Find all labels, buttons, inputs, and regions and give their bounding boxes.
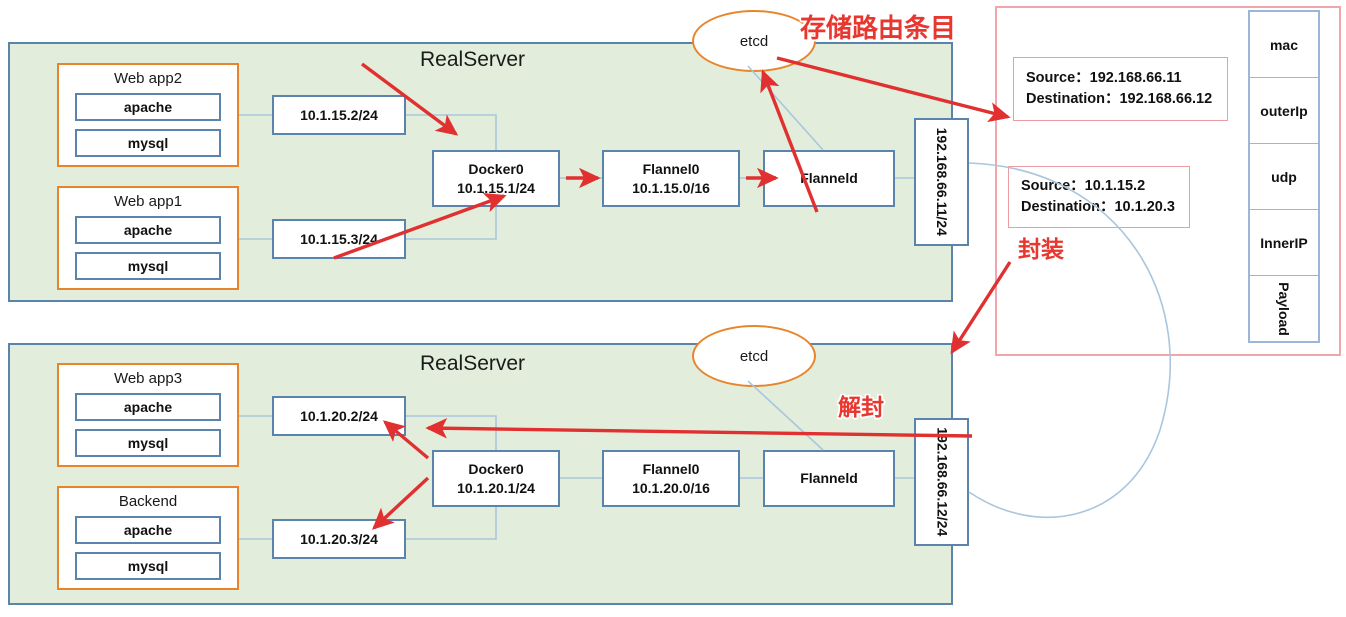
- annotation-encapsulate: 封装: [1018, 237, 1064, 263]
- service-mysql: mysql: [75, 252, 221, 280]
- container-ip-label: 10.1.20.3/24: [300, 530, 378, 547]
- service-apache: apache: [75, 516, 221, 544]
- inner-destination-line: Destination：10.1.20.3: [1021, 199, 1175, 215]
- container-ip-label: 10.1.15.2/24: [300, 106, 378, 123]
- host-nic-192-168-66-11: 192.168.66.11/24: [914, 118, 969, 246]
- app-group-title: Web app1: [113, 193, 183, 210]
- outer-header-box: Source：192.168.66.11 Destination：192.168…: [1013, 57, 1228, 121]
- flannel0-name: Flannel0: [642, 161, 700, 178]
- service-mysql: mysql: [75, 129, 221, 157]
- service-mysql: mysql: [75, 552, 221, 580]
- docker0-name: Docker0: [468, 461, 524, 478]
- packet-field-innerip: InnerIP: [1250, 210, 1318, 276]
- outer-source-line: Source：192.168.66.11: [1026, 69, 1182, 86]
- outer-destination-line: Destination：192.168.66.12: [1026, 91, 1213, 107]
- app-group-web-app1: Web app1 apache mysql: [57, 186, 239, 290]
- service-apache: apache: [75, 93, 221, 121]
- packet-field-payload: Payload: [1275, 281, 1292, 336]
- docker0-name: Docker0: [468, 161, 524, 178]
- container-ip-10-1-20-3: 10.1.20.3/24: [272, 519, 406, 559]
- container-ip-label: 10.1.20.2/24: [300, 407, 378, 424]
- app-group-web-app3: Web app3 apache mysql: [57, 363, 239, 467]
- annotation-decapsulate: 解封: [838, 395, 884, 421]
- host-nic-label: 192.168.66.11/24: [934, 127, 951, 237]
- host-nic-192-168-66-12: 192.168.66.12/24: [914, 418, 969, 546]
- flannel0-interface-bottom: Flannel0 10.1.20.0/16: [602, 450, 740, 507]
- etcd-label: etcd: [739, 32, 769, 50]
- docker0-bridge-bottom: Docker0 10.1.20.1/24: [432, 450, 560, 507]
- realserver-bottom-title: RealServer: [420, 352, 526, 375]
- docker0-cidr: 10.1.20.1/24: [457, 479, 535, 496]
- flanneld-daemon-top: Flanneld: [763, 150, 895, 207]
- packet-field-mac: mac: [1250, 12, 1318, 78]
- flanneld-name: Flanneld: [800, 470, 858, 487]
- inner-header-box: Source：10.1.15.2 Destination：10.1.20.3: [1008, 166, 1190, 228]
- etcd-label: etcd: [739, 347, 769, 365]
- service-apache: apache: [75, 393, 221, 421]
- docker0-cidr: 10.1.15.1/24: [457, 179, 535, 196]
- app-group-web-app2: Web app2 apache mysql: [57, 63, 239, 167]
- flanneld-daemon-bottom: Flanneld: [763, 450, 895, 507]
- container-ip-10-1-20-2: 10.1.20.2/24: [272, 396, 406, 436]
- packet-field-outerip: outerIp: [1250, 78, 1318, 144]
- flannel0-name: Flannel0: [642, 461, 700, 478]
- flanneld-name: Flanneld: [800, 170, 858, 187]
- etcd-node-top: etcd: [692, 10, 816, 72]
- container-ip-10-1-15-3: 10.1.15.3/24: [272, 219, 406, 259]
- app-group-title: Backend: [118, 493, 178, 510]
- container-ip-label: 10.1.15.3/24: [300, 230, 378, 247]
- packet-frame-stack: mac outerIp udp InnerIP Payload: [1248, 10, 1320, 343]
- container-ip-10-1-15-2: 10.1.15.2/24: [272, 95, 406, 135]
- app-group-title: Web app2: [113, 70, 183, 87]
- host-nic-label: 192.168.66.12/24: [934, 427, 951, 537]
- etcd-node-bottom: etcd: [692, 325, 816, 387]
- docker0-bridge-top: Docker0 10.1.15.1/24: [432, 150, 560, 207]
- realserver-top-title: RealServer: [420, 48, 526, 71]
- app-group-title: Web app3: [113, 370, 183, 387]
- service-apache: apache: [75, 216, 221, 244]
- inner-source-line: Source：10.1.15.2: [1021, 177, 1146, 194]
- flannel0-interface-top: Flannel0 10.1.15.0/16: [602, 150, 740, 207]
- flannel0-cidr: 10.1.20.0/16: [632, 479, 710, 496]
- packet-field-udp: udp: [1250, 144, 1318, 210]
- annotation-store-route-entries: 存储路由条目: [800, 14, 957, 44]
- app-group-backend: Backend apache mysql: [57, 486, 239, 590]
- service-mysql: mysql: [75, 429, 221, 457]
- flannel0-cidr: 10.1.15.0/16: [632, 179, 710, 196]
